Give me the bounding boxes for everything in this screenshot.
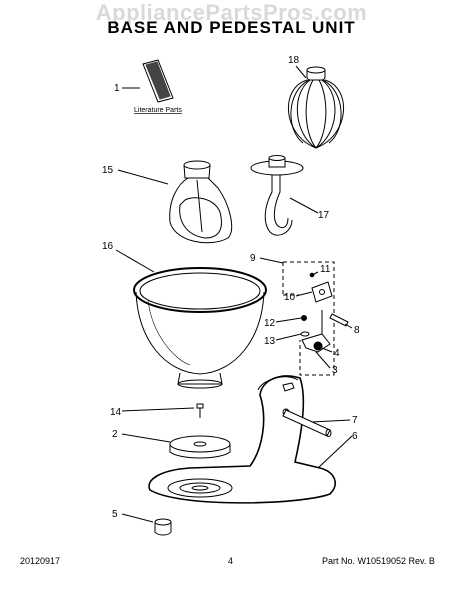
hinge-pin (282, 409, 332, 437)
callout-7: 7 (352, 415, 358, 426)
leader-7 (311, 419, 351, 423)
callout-13: 13 (264, 336, 276, 347)
footer-part-number: Part No. W10519052 Rev. B (322, 556, 435, 566)
diagram-title: BASE AND PEDESTAL UNIT (107, 18, 356, 37)
leader-3 (315, 351, 331, 369)
callout-6: 6 (352, 431, 358, 442)
hinge-pin-assembly (282, 261, 349, 376)
flat-beater (169, 160, 233, 244)
leader-5 (121, 513, 154, 523)
callout-15: 15 (102, 165, 114, 176)
wire-whip (287, 66, 345, 149)
footer-page-number: 4 (228, 556, 234, 566)
leader-15 (117, 169, 169, 185)
leader-17 (289, 197, 319, 214)
callout-4: 4 (334, 348, 340, 359)
rubber-foot (154, 518, 172, 536)
watermark: AppliancePartsPros.com (95, 0, 368, 25)
callout-3: 3 (332, 365, 338, 376)
leader-8 (344, 323, 353, 329)
literature-parts-booklet (142, 59, 174, 103)
leader-2 (121, 433, 171, 443)
leader-11 (311, 271, 319, 276)
dough-hook (250, 155, 304, 236)
pedestal-base (148, 375, 336, 504)
callout-16: 16 (102, 241, 114, 252)
callout-18: 18 (288, 55, 300, 66)
leader-9 (259, 257, 284, 264)
bowl-clamp-plate (169, 435, 231, 459)
callout-2: 2 (112, 429, 118, 440)
leader-4 (321, 347, 333, 353)
leader-18 (295, 65, 307, 79)
callout-12: 12 (264, 318, 276, 329)
leader-10 (295, 291, 313, 297)
leader-14 (121, 407, 195, 412)
base-screw (196, 403, 204, 418)
footer-date: 20120917 (20, 556, 61, 566)
callout-14: 14 (110, 407, 122, 418)
leader-6 (317, 435, 353, 469)
callout-11: 11 (320, 264, 331, 275)
literature-parts-label: Literature Parts (134, 107, 182, 114)
callout-9: 9 (250, 253, 256, 264)
mixing-bowl (133, 267, 267, 389)
leader-12 (275, 317, 302, 323)
callout-1: 1 (114, 83, 120, 94)
callout-10: 10 (284, 292, 296, 303)
leader-16 (115, 249, 155, 273)
leader-13 (275, 333, 302, 341)
callout-17: 17 (318, 210, 330, 221)
callout-5: 5 (112, 509, 118, 520)
callout-8: 8 (354, 325, 360, 336)
